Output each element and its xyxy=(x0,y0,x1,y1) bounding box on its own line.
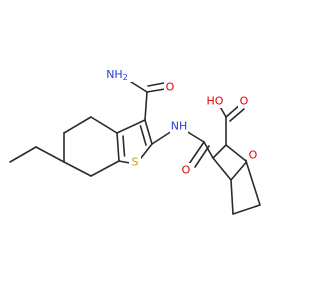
bond-c2-c3 xyxy=(212,144,227,159)
molecule-structure-diagram: NH2 O NH S O HO O xyxy=(9,67,261,215)
bridge-o-text: O xyxy=(249,149,258,162)
bond-c1-c6 xyxy=(230,179,234,215)
atom-labels: NH2 O NH S O HO O xyxy=(106,67,259,177)
acid-o-text: O xyxy=(240,95,249,108)
sulfur-label: S xyxy=(129,155,141,169)
bond-c2-c1 xyxy=(212,157,232,181)
bond-c6-c7 xyxy=(63,161,92,177)
bond-c3-c2-double xyxy=(139,125,147,146)
bond-c3-c4 xyxy=(225,144,247,162)
bond-c3a-c7a-double xyxy=(122,135,126,157)
nh-linker-text: NH xyxy=(171,120,188,133)
bond-c3-c2 xyxy=(144,119,153,145)
bond-c3-amide-c xyxy=(144,91,148,121)
bond-ch2-c6 xyxy=(35,146,65,163)
bond-c5-c4 xyxy=(245,160,261,206)
linker-o-text: O xyxy=(182,164,191,177)
bond-c3a-c3 xyxy=(116,119,146,134)
bond-co-o-double xyxy=(194,145,210,168)
bridge-oxygen-label: O xyxy=(247,148,259,162)
bonds xyxy=(9,79,261,215)
acid-oh-text: HO xyxy=(207,95,224,108)
amide-nh2-label: NH2 xyxy=(106,67,134,82)
nh-linker-label: NH xyxy=(170,119,188,134)
bond-ch3-ch2 xyxy=(9,146,37,163)
bond-co-o xyxy=(188,141,205,165)
bond-cooh-c-o-double xyxy=(229,108,245,122)
acid-oxygen-label: O xyxy=(238,94,250,108)
bond-c5-c4 xyxy=(63,116,92,134)
amide-oxygen-label: O xyxy=(164,80,176,94)
bond-c7-c7a xyxy=(90,160,120,177)
bond-co-bicyclo-c2 xyxy=(203,141,214,159)
amide-n-text: NH2 xyxy=(106,68,128,82)
bond-c1-o xyxy=(230,158,250,181)
linker-oxygen-label: O xyxy=(180,163,192,177)
bond-s-c7a xyxy=(118,160,131,164)
sulfur-text: S xyxy=(132,156,139,169)
bond-amide-c-o-double xyxy=(147,82,165,87)
amide-o-text: O xyxy=(166,81,175,94)
acid-hydroxyl-label: HO xyxy=(204,94,226,108)
bond-c3a-c7a xyxy=(116,132,120,162)
bond-c6-c5 xyxy=(232,204,261,215)
bond-c2-nh xyxy=(151,130,173,145)
bond-nh-co xyxy=(185,130,205,143)
bond-amide-c-o xyxy=(146,88,166,93)
bond-c4-c3a xyxy=(90,116,118,134)
bond-c2-s xyxy=(140,143,153,159)
